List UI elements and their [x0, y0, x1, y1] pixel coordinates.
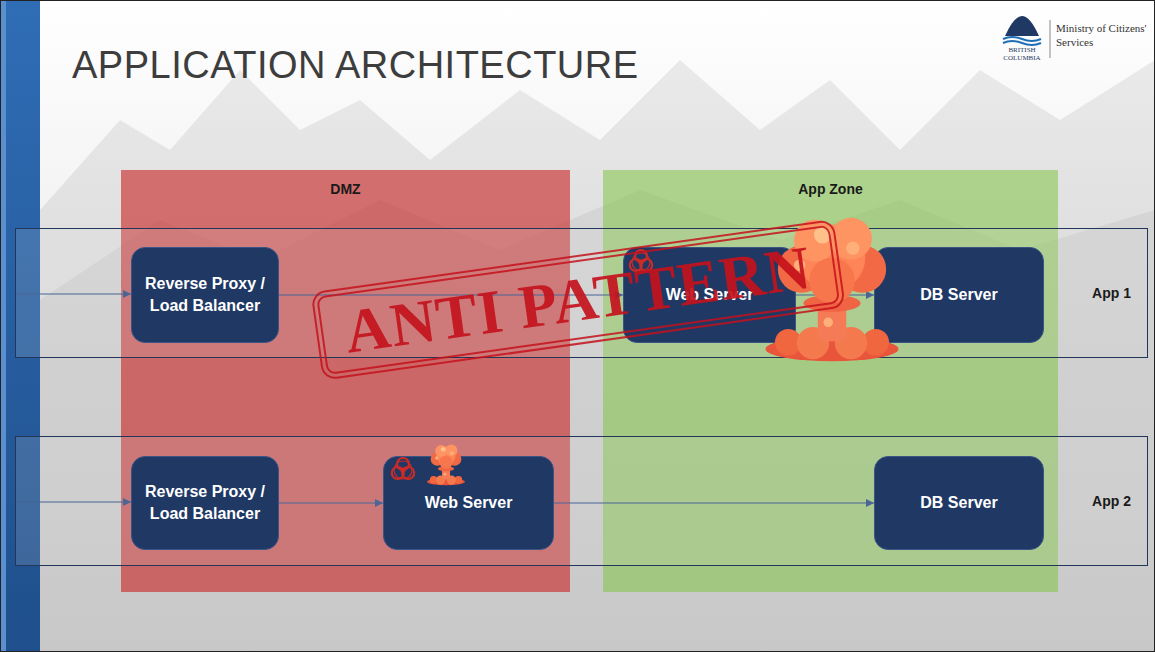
process-box: DB Server — [874, 456, 1044, 550]
node-text: App 2 — [1092, 493, 1131, 509]
process-box: Web Server — [383, 456, 554, 550]
node-text: App Zone — [798, 181, 863, 197]
logo-divider — [1050, 20, 1051, 58]
application-band: App 2 Reverse Proxy / Load Balancer Web Se… — [15, 436, 1148, 566]
process-box: Reverse Proxy / Load Balancer — [131, 456, 279, 550]
mushroom-cloud — [427, 444, 465, 485]
process-box: DB Server — [874, 247, 1044, 343]
node-text: DB Server — [920, 284, 997, 306]
organisation-name: BRITISH COLUMBIA — [999, 47, 1045, 62]
bc-logo — [1003, 16, 1041, 45]
biohazard-icon — [392, 458, 414, 479]
node-text: DMZ — [330, 181, 360, 197]
node-text: Reverse Proxy / Load Balancer — [140, 273, 270, 316]
process-box: Reverse Proxy / Load Balancer — [131, 247, 279, 343]
node-text: App 1 — [1092, 285, 1131, 301]
slide-title: APPLICATION ARCHITECTURE — [72, 44, 639, 87]
ministry-name: Ministry of Citizens' Services — [1056, 22, 1148, 50]
node-text: DB Server — [920, 492, 997, 514]
node-text: Web Server — [425, 492, 513, 514]
node-text: Reverse Proxy / Load Balancer — [140, 481, 270, 524]
anti-pattern-stamp: ANTI PATTERN — [311, 219, 846, 381]
